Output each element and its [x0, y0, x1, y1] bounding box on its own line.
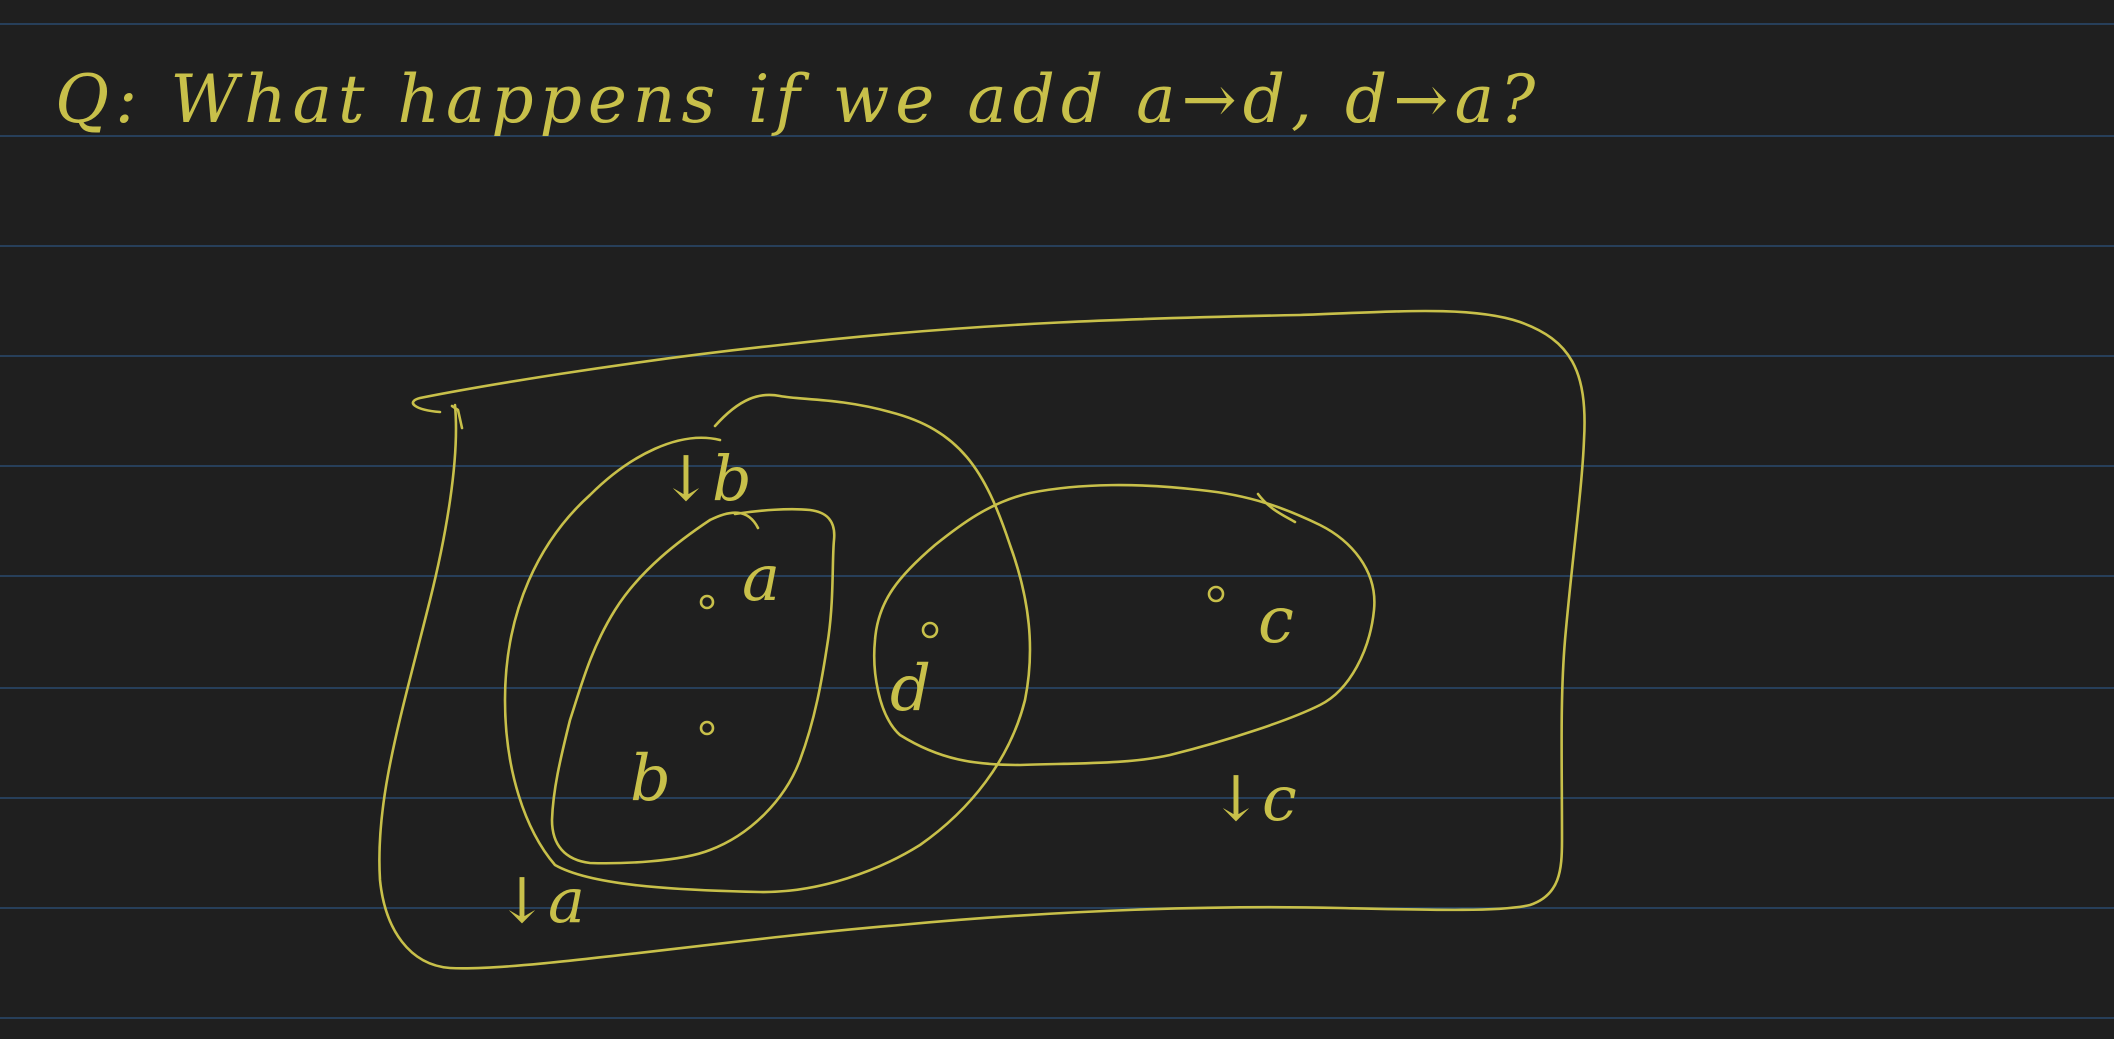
region-cd-down-c	[872, 483, 1376, 767]
outer-region-down-a	[378, 309, 1586, 970]
inner-region-ab	[550, 507, 836, 865]
set-label-down-b: ↓b	[660, 442, 752, 515]
ruled-lines	[0, 23, 2114, 1019]
point-c-label: c	[1258, 584, 1294, 658]
question-heading: Q: What happens if we add a→d, d→a?	[55, 61, 1541, 138]
outer-region-arrowhead	[450, 404, 464, 430]
inner-region-tick	[708, 511, 760, 530]
point-b-label: b	[630, 742, 671, 816]
set-label-down-c: ↓c	[1210, 762, 1297, 835]
point-a-label: a	[742, 542, 780, 616]
region-cd-tick	[1256, 492, 1297, 524]
middle-region-down-b	[503, 393, 1032, 894]
point-b-dot	[699, 720, 715, 736]
point-c-dot	[1207, 585, 1225, 603]
point-a-dot	[699, 594, 715, 610]
point-d-label: d	[890, 652, 931, 726]
set-label-down-a: ↓a	[496, 864, 585, 937]
point-d-dot	[921, 621, 939, 639]
